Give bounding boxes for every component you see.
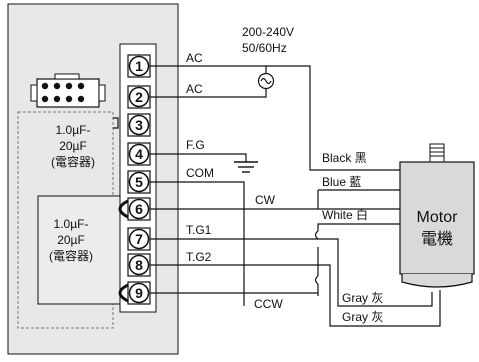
terminal-9: 9	[127, 281, 151, 305]
terminal-5-number: 5	[135, 174, 143, 190]
terminal-7-label: T.G1	[186, 223, 212, 237]
capacitor-bottom-label: 1.0µF- 20µF (電容器)	[49, 217, 93, 263]
cap-top-line2: 20µF	[59, 139, 87, 153]
terminal-3: 3	[127, 113, 151, 137]
terminal-3-bracket	[113, 117, 119, 129]
gray-wire-2-label: Gray 灰	[342, 310, 383, 324]
motor-label-cn: 電機	[421, 230, 453, 248]
ac-wire-2	[150, 88, 267, 98]
white-wire-jump-2	[314, 275, 319, 285]
terminal-1-label: AC	[186, 51, 203, 65]
terminal-5: 5	[127, 170, 151, 194]
terminal-2: 2	[127, 85, 151, 109]
tg1-wire	[150, 238, 433, 307]
cap-bottom-line3: (電容器)	[49, 248, 93, 263]
terminal-8-label: T.G2	[186, 250, 212, 264]
terminal-1: 1	[127, 54, 151, 78]
white-wire	[317, 223, 400, 231]
connector-icon	[30, 73, 106, 108]
fg-wire	[150, 153, 247, 162]
motor-icon	[399, 143, 475, 288]
terminal-6-number: 6	[135, 201, 143, 217]
white-wire-label: White 白	[322, 207, 368, 222]
terminal-1-number: 1	[135, 58, 143, 74]
terminal-3-number: 3	[135, 117, 143, 133]
blue-wire-label: Blue 藍	[322, 175, 361, 189]
ccw-label: CCW	[254, 297, 283, 311]
terminal-9-number: 9	[135, 285, 143, 301]
capacitor-box	[37, 195, 129, 305]
capacitor-lead-9	[118, 283, 129, 303]
ground-icon	[234, 161, 258, 173]
cap-top-line3: (電容器)	[51, 154, 95, 169]
capacitor-lead-6	[118, 199, 129, 219]
cw-label: CW	[255, 193, 276, 207]
cap-bottom-line2: 20µF	[57, 233, 85, 247]
ac-wire-1	[150, 65, 311, 150]
white-wire-jump-1	[314, 230, 319, 240]
terminal-4-label: F.G	[186, 138, 205, 152]
terminal-4-number: 4	[135, 146, 143, 162]
terminal-7-number: 7	[135, 231, 143, 247]
terminal-2-label: AC	[186, 82, 203, 96]
cap-top-line1: 1.0µF-	[56, 123, 91, 137]
ac-source-icon	[257, 72, 275, 90]
tg2-wire	[150, 264, 441, 327]
capacitor-top-label: 1.0µF- 20µF (電容器)	[51, 123, 95, 169]
black-wire-label: Black 黑	[322, 151, 367, 165]
terminal-2-number: 2	[135, 89, 143, 105]
terminal-8-number: 8	[135, 257, 143, 273]
gray-wire-1-label: Gray 灰	[342, 291, 383, 305]
frequency-label: 50/60Hz	[242, 41, 287, 55]
motor-label: Motor	[417, 209, 459, 226]
terminal-8: 8	[127, 253, 151, 277]
cap-bottom-line1: 1.0µF-	[54, 217, 89, 231]
black-wire	[309, 150, 400, 171]
terminal-5-label: COM	[186, 166, 214, 180]
terminal-7: 7	[127, 227, 151, 251]
voltage-label: 200-240V	[242, 25, 294, 39]
terminal-4: 4	[127, 142, 151, 166]
terminal-6: 6	[127, 197, 151, 221]
